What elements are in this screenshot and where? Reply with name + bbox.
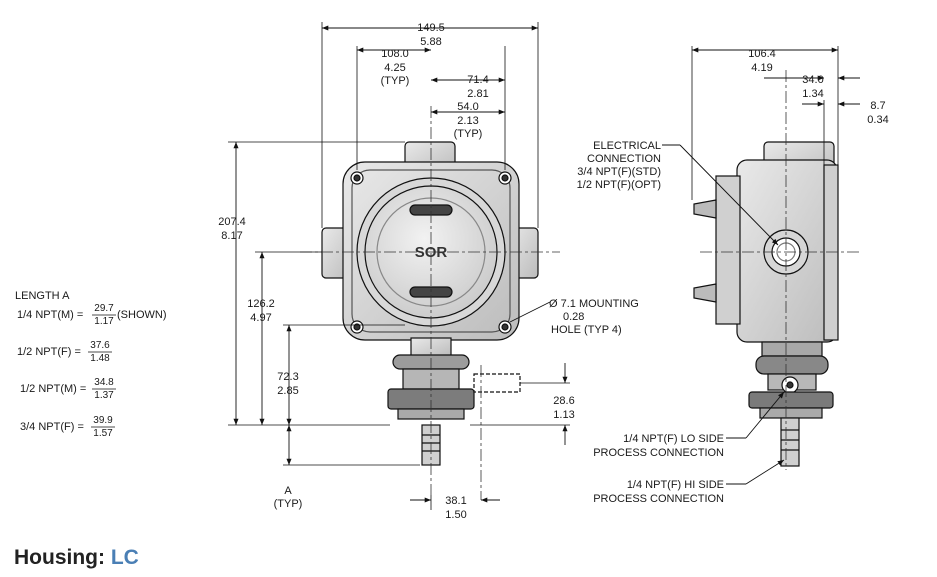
length-row-in: 1.57 bbox=[93, 428, 113, 439]
electrical-line4: 1/2 NPT(F)(OPT) bbox=[577, 179, 661, 191]
port-offset-in: 1.50 bbox=[445, 509, 466, 521]
hi-side-line2: PROCESS CONNECTION bbox=[593, 493, 724, 505]
length-row-note: (SHOWN) bbox=[117, 309, 167, 321]
sor-logo: SOR bbox=[415, 244, 448, 261]
front-centerlines bbox=[300, 106, 560, 500]
lo-side-line1: 1/4 NPT(F) LO SIDE bbox=[623, 433, 724, 445]
length-row-mm: 34.8 bbox=[94, 377, 114, 388]
length-row-mm: 29.7 bbox=[94, 303, 114, 314]
side-view-housing bbox=[693, 141, 839, 467]
length-row-in: 1.37 bbox=[94, 390, 114, 401]
length-table-rows: 1/4 NPT(M) = 29.7 1.17 (SHOWN) 1/2 NPT(F… bbox=[17, 303, 167, 439]
title-accent: LC bbox=[110, 546, 139, 569]
electrical-line3: 3/4 NPT(F)(STD) bbox=[577, 166, 661, 178]
length-row-mm: 37.6 bbox=[90, 340, 110, 351]
hole-spacing-typ: (TYP) bbox=[381, 75, 410, 87]
mounting-hole-label: Ø 7.1 MOUNTING bbox=[549, 298, 639, 310]
hole-offset-in: 2.13 bbox=[457, 115, 478, 127]
side-offset-mm: 34.0 bbox=[802, 74, 823, 86]
length-row-in: 1.48 bbox=[90, 353, 110, 364]
flange-in: 0.34 bbox=[867, 114, 888, 126]
fitting-height-mm: 72.3 bbox=[277, 371, 298, 383]
title-prefix: Housing: bbox=[14, 546, 105, 569]
hi-side-line1: 1/4 NPT(F) HI SIDE bbox=[627, 479, 724, 491]
overall-width-in: 5.88 bbox=[420, 36, 441, 48]
length-row-in: 1.17 bbox=[94, 316, 114, 327]
flange-mm: 8.7 bbox=[870, 100, 885, 112]
length-row-mm: 39.9 bbox=[93, 415, 113, 426]
hole-offset-mm: 54.0 bbox=[457, 101, 478, 113]
length-row-label: 1/4 NPT(M) = bbox=[17, 309, 83, 321]
overall-height-in: 8.17 bbox=[221, 230, 242, 242]
side-offset-in: 1.34 bbox=[802, 88, 823, 100]
center-height-in: 4.97 bbox=[250, 312, 271, 324]
front-view-housing bbox=[321, 141, 539, 466]
length-a-typ: (TYP) bbox=[274, 498, 303, 510]
half-width-in: 2.81 bbox=[467, 88, 488, 100]
port-offset-mm: 38.1 bbox=[445, 495, 466, 507]
electrical-line2: CONNECTION bbox=[587, 153, 661, 165]
port-height-mm: 28.6 bbox=[553, 395, 574, 407]
length-a-label: A bbox=[284, 485, 292, 497]
hole-spacing-in: 4.25 bbox=[384, 62, 405, 74]
side-depth-in: 4.19 bbox=[751, 62, 772, 74]
port-height-in: 1.13 bbox=[553, 409, 574, 421]
electrical-line1: ELECTRICAL bbox=[593, 140, 661, 152]
overall-width-mm: 149.5 bbox=[417, 22, 445, 34]
fitting-height-in: 2.85 bbox=[277, 385, 298, 397]
hole-spacing-mm: 108.0 bbox=[381, 48, 409, 60]
half-width-mm: 71.4 bbox=[467, 74, 488, 86]
mounting-hole-in: 0.28 bbox=[563, 311, 584, 323]
side-depth-mm: 106.4 bbox=[748, 48, 776, 60]
length-row-label: 3/4 NPT(F) = bbox=[20, 421, 84, 433]
side-centerlines bbox=[700, 70, 860, 470]
length-row-label: 1/2 NPT(F) = bbox=[17, 346, 81, 358]
page-title: Housing: LC bbox=[14, 546, 139, 570]
center-height-mm: 126.2 bbox=[247, 298, 275, 310]
length-table-heading: LENGTH A bbox=[15, 290, 70, 302]
hole-offset-typ: (TYP) bbox=[454, 128, 483, 140]
length-row-label: 1/2 NPT(M) = bbox=[20, 383, 86, 395]
lo-side-line2: PROCESS CONNECTION bbox=[593, 447, 724, 459]
overall-height-mm: 207.4 bbox=[218, 216, 246, 228]
mounting-hole-typ: HOLE (TYP 4) bbox=[551, 324, 622, 336]
